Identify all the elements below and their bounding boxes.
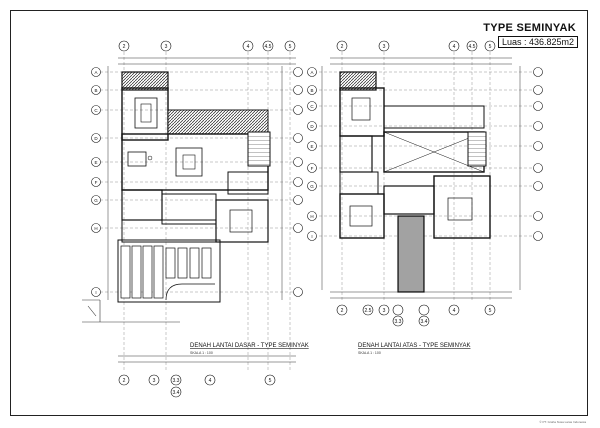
upper-grid-side-label: G [310, 184, 314, 189]
upper-grid-bubbles-bottom [336, 304, 496, 327]
ground-walls [121, 71, 271, 243]
upper-grid-top-label: 3 [383, 44, 386, 50]
upper-grid-bubbles-sides [307, 67, 543, 241]
sheet-border [10, 10, 588, 416]
ground-grid-bubbles-sides [91, 67, 303, 297]
upper-grid-bottom-label: 3 [383, 308, 386, 314]
carport [117, 239, 221, 303]
upper-grid-top-label: 2 [341, 44, 344, 50]
upper-grid-side-label: B [310, 88, 313, 93]
ground-grid-side-label: D [94, 136, 98, 141]
ground-grid-bottom-label: 3.4 [173, 390, 180, 396]
upper-floor-plan: 2 3 4 4.5 5 2 2.5 3 3.3 3.4 4 5 [307, 40, 543, 355]
ground-grid-top-label: 3 [165, 44, 168, 50]
ground-grid-top-label: 5 [289, 44, 292, 50]
ground-grid-bottom-label: 3.3 [173, 378, 180, 384]
sheet-title: TYPE SEMINYAK [483, 22, 576, 34]
ground-grid-bottom-label: 3 [153, 378, 156, 384]
ground-grid-top-label: 4 [247, 44, 250, 50]
ground-floor-scale: SKALA 1 : 100 [190, 351, 213, 355]
ground-grid-side-label: B [94, 88, 97, 93]
ground-grid-side-label: I [95, 290, 96, 295]
upper-grid-side-label: E [310, 144, 313, 149]
ground-grid-bubbles-bottom [118, 374, 276, 398]
ground-grid-bubbles-top [118, 40, 296, 52]
upper-walls [339, 71, 491, 239]
upper-grid-bottom-label: 2 [341, 308, 344, 314]
upper-grid-bottom-label: 5 [489, 308, 492, 314]
ground-grid-side-label: F [95, 180, 98, 185]
upper-grid-top-label: 5 [489, 44, 492, 50]
ground-grid-side-label: A [94, 70, 97, 75]
pool [397, 215, 425, 293]
upper-grid-side-label: C [310, 104, 314, 109]
upper-grid-side-label: D [310, 124, 314, 129]
upper-grid-side-label: F [311, 166, 314, 171]
upper-grid-bottom-label: 3.4 [421, 319, 428, 325]
ground-grid-side-label: H [94, 226, 97, 231]
upper-grid-bottom-label: 3.3 [395, 319, 402, 325]
upper-floor-scale: SKALA 1 : 100 [358, 351, 381, 355]
upper-grid-top-label: 4.5 [469, 44, 476, 50]
ground-grid-bottom-label: 4 [209, 378, 212, 384]
upper-grid-bubbles-top [336, 40, 496, 52]
ground-floor-caption: DENAH LANTAI DASAR - TYPE SEMINYAK [190, 343, 309, 349]
upper-grid-top-label: 4 [453, 44, 456, 50]
entrance-path [82, 299, 180, 323]
upper-grid-side-label: H [310, 214, 313, 219]
ground-dimension-lines [107, 57, 296, 363]
ground-grid-side-label: E [94, 160, 97, 165]
area-label: Luas : 436.825m2 [497, 36, 578, 48]
upper-grid-side-label: I [311, 234, 312, 239]
ground-grid-side-label: G [94, 198, 98, 203]
upper-grid-bottom-label: 4 [453, 308, 456, 314]
ground-grid-lines [100, 52, 296, 372]
ground-grid-side-label: C [94, 108, 98, 113]
ground-grid-top-label: 2 [123, 44, 126, 50]
ground-grid-bottom-label: 5 [269, 378, 272, 384]
upper-grid-bottom-label: 2.5 [365, 308, 372, 314]
footnote: © PT. Graha Nusa Laras Indonesia [539, 420, 586, 424]
ground-grid-bottom-label: 2 [123, 378, 126, 384]
ground-floor-plan: 2 3 4 4.5 5 2 3 3.3 3.4 4 5 [82, 40, 309, 398]
ground-grid-top-label: 4.5 [265, 44, 272, 50]
upper-grid-side-label: A [310, 70, 313, 75]
upper-floor-caption: DENAH LANTAI ATAS - TYPE SEMINYAK [358, 343, 470, 349]
